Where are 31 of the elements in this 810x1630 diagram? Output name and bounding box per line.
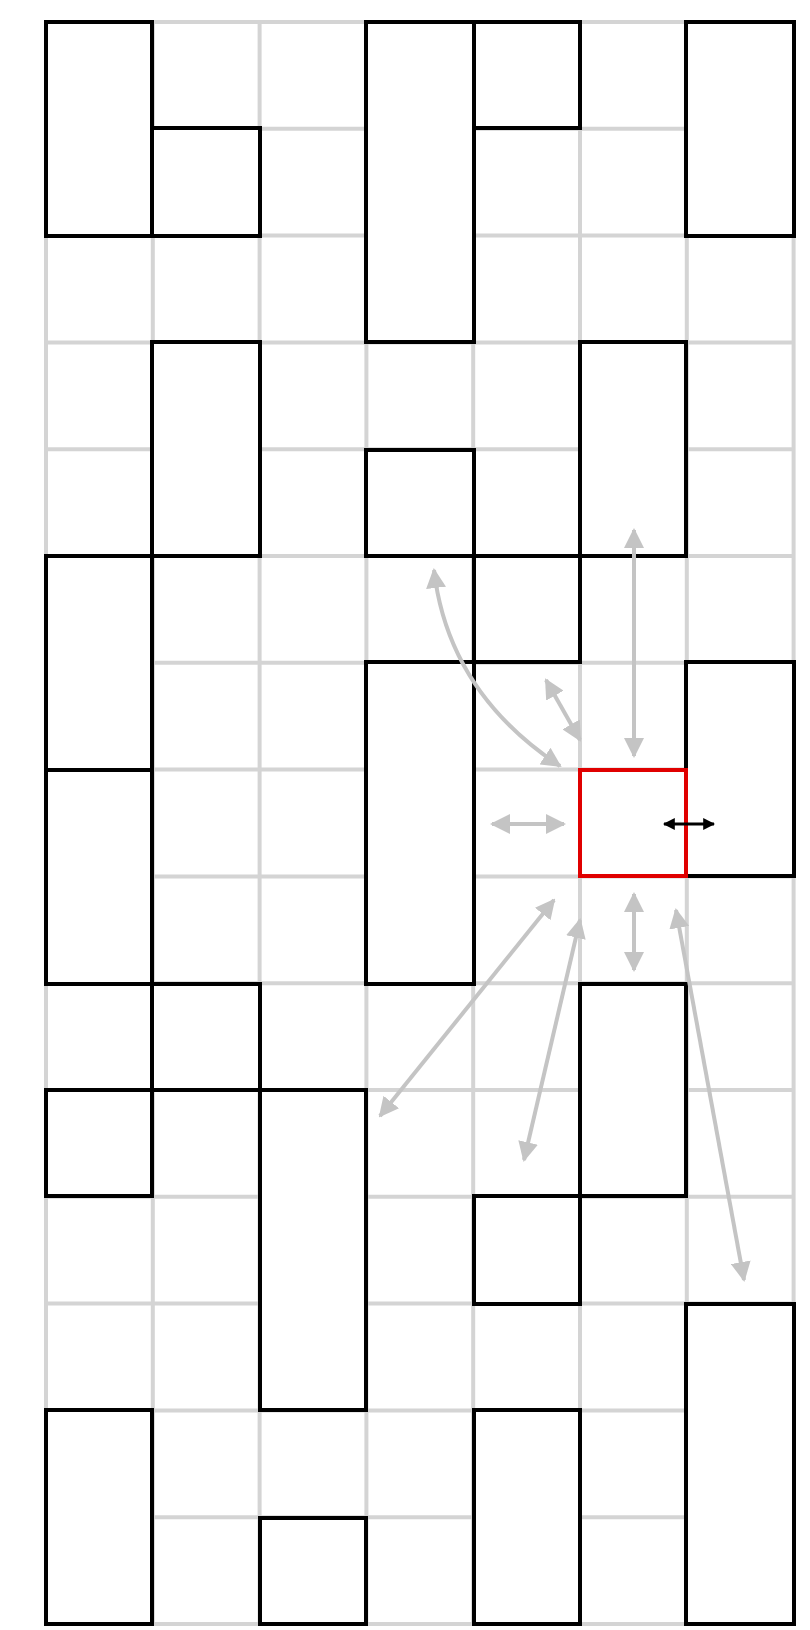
double-arrow [624,892,644,972]
double-arrow [426,568,562,768]
block-rectangle [44,767,155,986]
block-rectangle [364,660,476,986]
block-rectangle [364,447,476,558]
block-rectangle [44,1088,155,1199]
block-rectangle [150,126,262,238]
block-rectangle [257,1088,369,1413]
block-rectangle [150,340,262,558]
double-arrow [544,678,582,742]
block-rectangle [44,1408,155,1626]
double-arrow [669,908,751,1282]
block-rectangle [257,1515,369,1626]
double-arrow [490,814,566,834]
block-rectangle [578,340,689,558]
block-rectangle [684,1301,796,1626]
double-arrow [518,918,586,1162]
block-rectangle [471,554,582,665]
block-rectangle [150,981,262,1092]
block-rectangle [684,20,796,238]
block-rectangle [471,1408,582,1626]
block-rectangle [471,20,582,131]
double-arrow [624,528,644,758]
block-rectangle [684,660,796,879]
block-rectangle [44,20,155,238]
double-arrow [378,898,556,1118]
block-rectangle [578,981,689,1199]
highlighted-cell [578,767,689,879]
block-rectangle [364,20,476,345]
block-rectangle [471,1194,582,1306]
block-rectangle [44,554,155,772]
